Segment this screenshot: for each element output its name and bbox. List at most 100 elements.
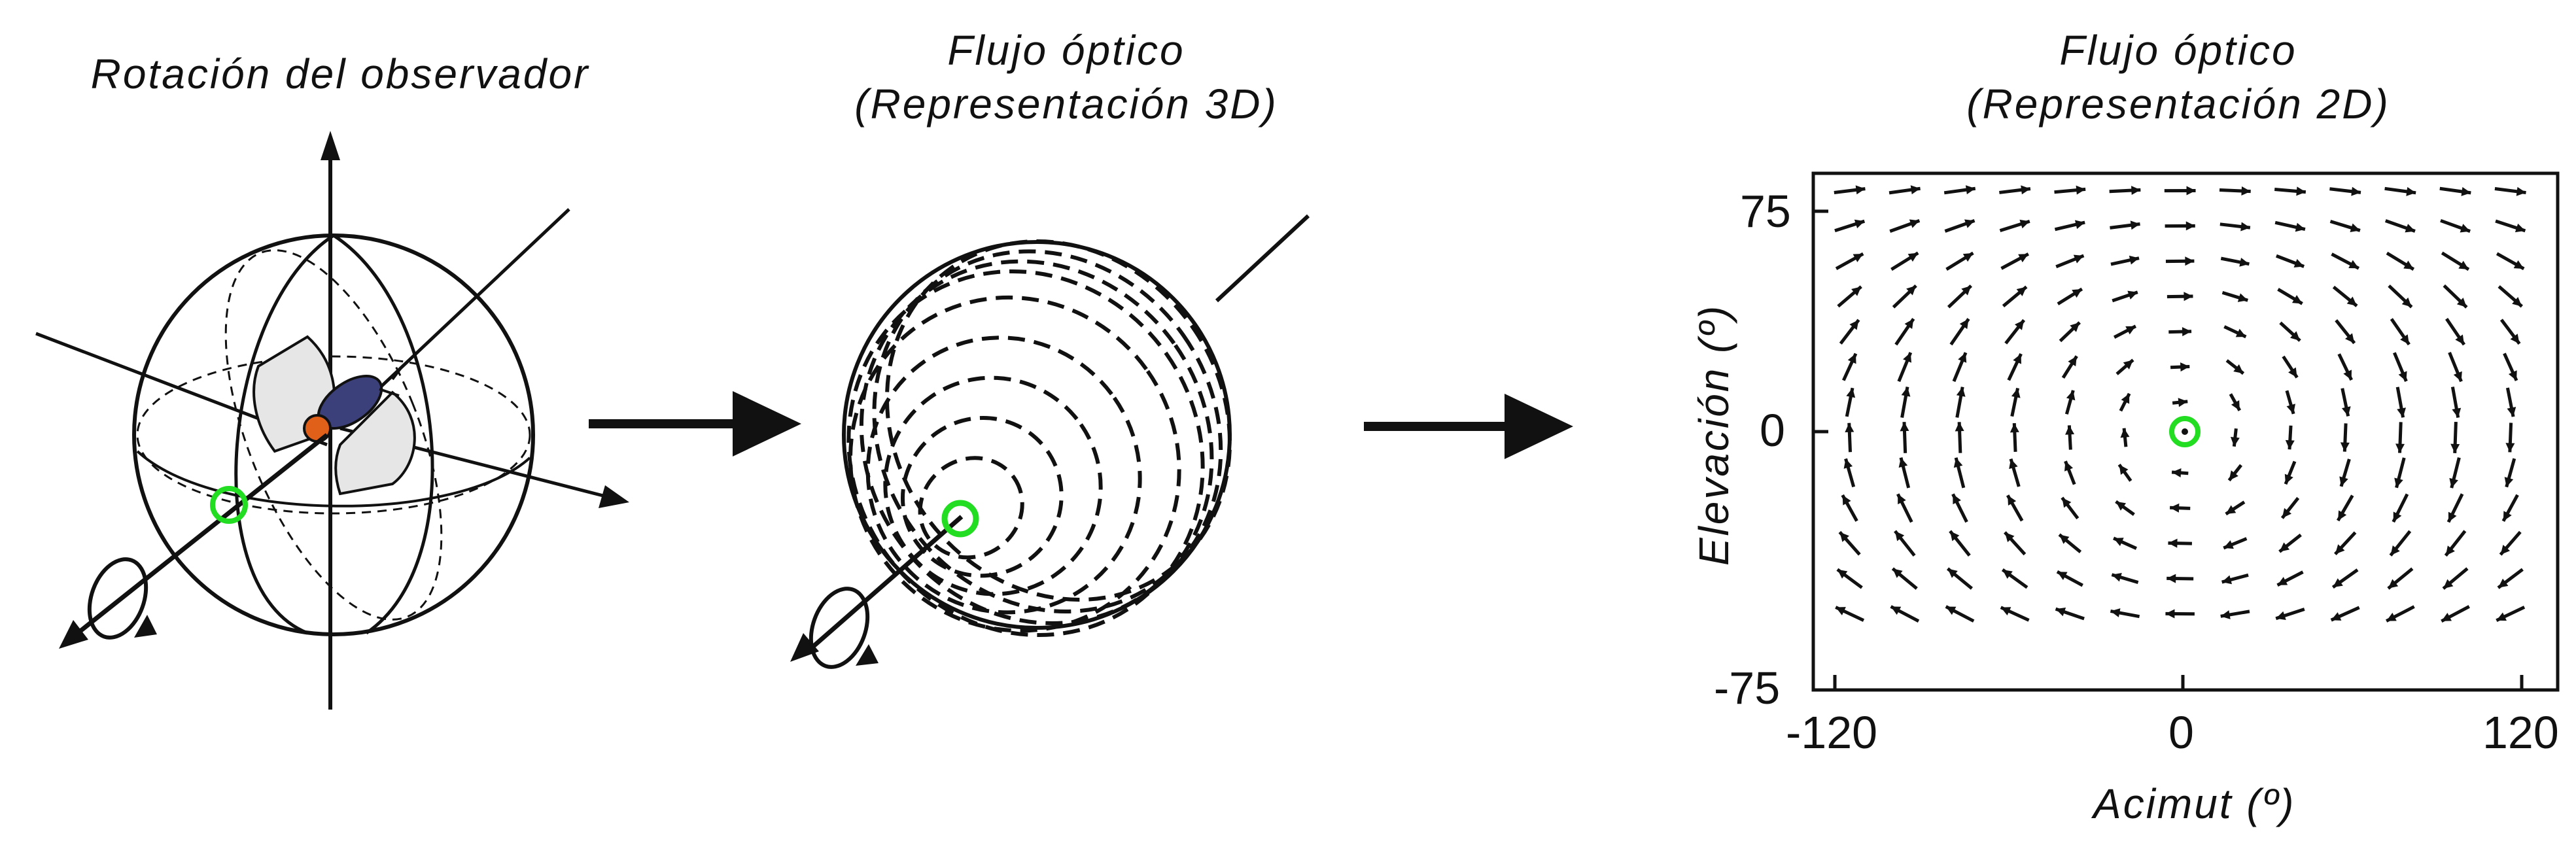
- flow-ring: [859, 259, 1214, 626]
- flow-vector-head: [2277, 577, 2288, 585]
- flow-ring: [865, 335, 1142, 615]
- flow-vector-head: [2021, 185, 2030, 195]
- flow-rotation-arrow-head-icon: [856, 644, 879, 666]
- transition-arrow-1: [589, 391, 801, 456]
- axis-ticks: [1813, 209, 2524, 692]
- flow-vector-head: [2345, 333, 2355, 343]
- flow-vector-head: [2186, 186, 2196, 196]
- flow-vector-head: [2291, 295, 2303, 304]
- flow-vector-head: [2231, 400, 2240, 411]
- flow-vector-head: [2018, 254, 2028, 263]
- flow-vector-head: [2230, 437, 2240, 447]
- flow-vector-head: [1959, 318, 1969, 330]
- flow-vector-head: [2460, 224, 2471, 233]
- flow-vector-head: [2119, 464, 2129, 475]
- flow-vector-head: [1945, 606, 1957, 615]
- flow-vector-head: [1947, 568, 1958, 578]
- flow-vector-head: [2233, 364, 2244, 374]
- flow-vector-head: [2293, 258, 2305, 268]
- flow-vector-head: [2398, 371, 2407, 382]
- flow-vector-head: [2448, 511, 2457, 523]
- flow-vector-head: [2184, 292, 2193, 301]
- flow-vector-head: [1898, 494, 1906, 505]
- flow-vector-head: [2505, 443, 2515, 453]
- flow-vector-head: [1953, 457, 1963, 468]
- flow-vector-head: [1845, 422, 1854, 433]
- flow-vector-head: [1950, 531, 1960, 542]
- flow-vector-head: [2503, 511, 2512, 521]
- flow-vector-head: [1909, 219, 1920, 228]
- flow-vector-head: [2009, 458, 2018, 470]
- flow-vector-head: [2351, 186, 2361, 196]
- flow-vector-head: [2185, 256, 2195, 266]
- flow-vector-head: [2455, 334, 2465, 345]
- vertical-axis-arrowhead: [321, 131, 340, 160]
- flow-vector-head: [2112, 572, 2122, 582]
- flow-vector-head: [2110, 608, 2121, 617]
- flow-vector-head: [2512, 297, 2522, 307]
- flow-vector-head: [1900, 422, 1909, 432]
- meridian-dashed: [224, 249, 443, 621]
- flow-vector-head: [1961, 285, 1972, 296]
- flow-vector-head: [2229, 470, 2238, 481]
- flow-vector-head: [1904, 318, 1914, 330]
- flow-vector-head: [2401, 297, 2412, 307]
- flow-vector-head: [2400, 334, 2409, 345]
- y-axis-label: Elevación (º): [1690, 303, 1737, 566]
- rotation-arrow-icon: [87, 557, 148, 640]
- fly-leg: [379, 388, 400, 397]
- flow-vector-head: [2167, 574, 2176, 583]
- flow-vector-head: [2390, 545, 2400, 556]
- flow-vector-head: [2515, 223, 2526, 233]
- flow-vector-head: [2513, 260, 2524, 269]
- flow-vector-head: [2458, 260, 2469, 270]
- y-tick-75: 75: [1740, 186, 1791, 237]
- flow-vector-head: [1853, 254, 1864, 262]
- flow-vector-head: [2350, 223, 2360, 233]
- flow-vector-head: [2445, 545, 2455, 556]
- flow-vector-head: [2453, 371, 2462, 382]
- flow-vector-head: [1953, 494, 1961, 505]
- flow-vector-head: [2405, 224, 2415, 233]
- flow-vector-head: [1843, 458, 1853, 469]
- flow-vector-head: [2397, 407, 2406, 418]
- flow-vector-head: [2395, 443, 2405, 453]
- flow-2d-focus-dot: [2182, 428, 2188, 435]
- flow-vector-head: [2223, 540, 2234, 549]
- flow-vector-head: [2403, 260, 2414, 269]
- vector-field: [1834, 185, 2526, 623]
- flow-vector-head: [2004, 532, 2015, 542]
- x-tick-neg120: -120: [1786, 707, 1878, 758]
- flow-3d-focus-marker: [941, 500, 979, 538]
- flow-vector-head: [2221, 575, 2233, 585]
- flow-vector-head: [2276, 611, 2286, 621]
- flow-vector-head: [1842, 495, 1851, 506]
- x-tick-0: 0: [2168, 707, 2194, 758]
- flow-vector-head: [1849, 320, 1859, 330]
- flow-ring: [848, 295, 1181, 633]
- flow-vector-head: [2508, 370, 2517, 381]
- flow-vector-head: [2072, 288, 2082, 298]
- meridian-front-right: [332, 233, 434, 635]
- flow-vector-head: [2241, 186, 2251, 196]
- flow-2d-title-line2: (Representación 2D): [1966, 80, 2390, 128]
- flow-vector-head: [1837, 569, 1848, 579]
- flow-ring: [872, 249, 1223, 613]
- flow-vector-head: [2014, 320, 2025, 330]
- flow-vector-head: [2394, 477, 2403, 488]
- flow-vector-head: [2504, 477, 2514, 487]
- flow-vector-head: [1956, 387, 1966, 397]
- flow-2d-title-line1: Flujo óptico: [2059, 27, 2297, 74]
- flow-vector-head: [1847, 353, 1856, 364]
- flow-vector-head: [2059, 534, 2070, 544]
- flow-3d-title-line1: Flujo óptico: [947, 27, 1185, 74]
- flow-vector-head: [1962, 252, 1974, 262]
- flow-vector-head: [1965, 185, 1976, 195]
- flow-vector-head: [2288, 367, 2297, 378]
- flow-vector-head: [2441, 613, 2452, 621]
- flow-rotation-arrow-icon: [809, 587, 870, 669]
- y-tick-neg75: -75: [1714, 662, 1781, 714]
- flow-vector-head: [2335, 544, 2345, 555]
- flow-vector-head: [2057, 572, 2068, 581]
- flow-vector-head: [2011, 388, 2021, 398]
